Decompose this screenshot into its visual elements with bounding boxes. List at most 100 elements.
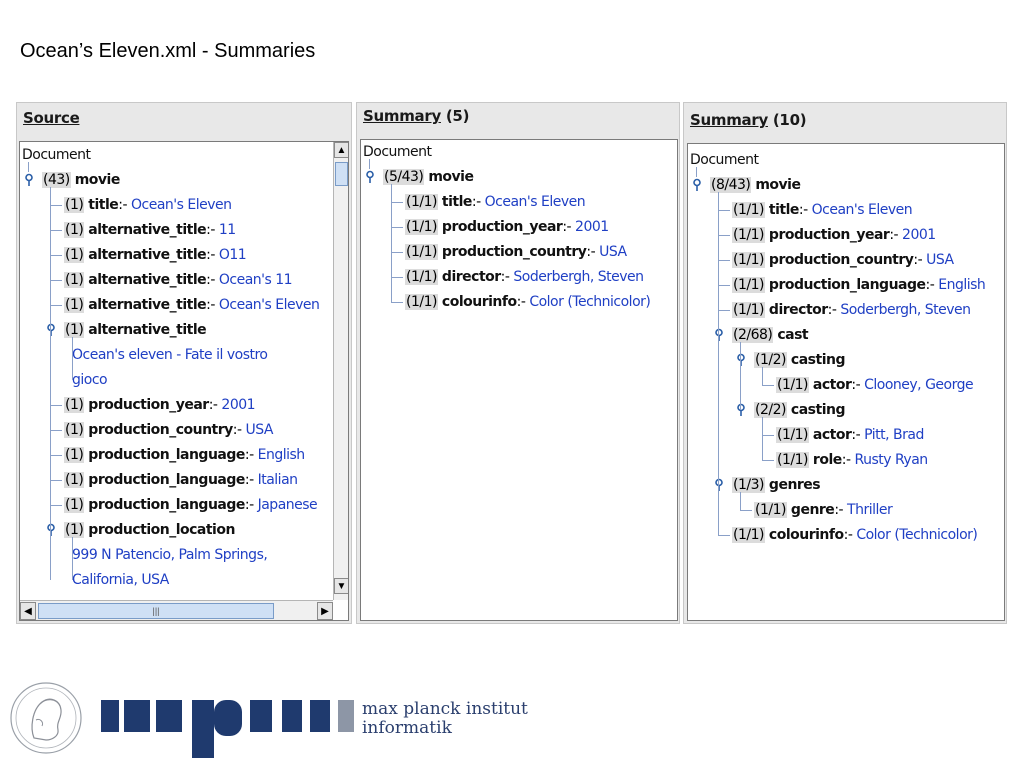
node-tag: production_year — [88, 397, 209, 413]
tree-node[interactable]: (2/2) casting — [754, 399, 845, 421]
horizontal-scrollbar[interactable]: ◀ ||| ▶ — [20, 600, 333, 620]
node-count: (1) — [64, 447, 85, 463]
tree-node[interactable]: (5/43) movie — [383, 166, 474, 188]
tree-connector — [762, 460, 774, 461]
key-handle-icon[interactable] — [712, 478, 726, 492]
node-count: (1) — [64, 222, 85, 238]
tree-node[interactable]: (43) movie — [42, 169, 120, 191]
vertical-scroll-thumb[interactable] — [335, 162, 348, 186]
node-tag: actor — [812, 377, 852, 393]
tree-node-value-text[interactable]: California, USA — [72, 569, 169, 591]
tree-node[interactable]: (2/68) cast — [732, 324, 809, 346]
summary-5-header-link[interactable]: Summary — [363, 107, 441, 125]
tree-node-value-text[interactable]: Ocean's eleven - Fate il vostro — [72, 344, 268, 366]
tree-node[interactable]: (1) alternative_title:- Ocean's 11 — [64, 269, 293, 291]
node-count: (1) — [64, 197, 85, 213]
tree-node[interactable]: (1) alternative_title:- Ocean's Eleven — [64, 294, 320, 316]
tree-connector — [50, 505, 62, 506]
tree-node[interactable]: (1) production_language:- English — [64, 444, 305, 466]
tree-root-label: Document — [690, 152, 759, 168]
key-handle-icon[interactable] — [44, 523, 58, 537]
arrow-left-icon[interactable]: ◀ — [20, 602, 36, 620]
arrow-down-icon[interactable]: ▼ — [334, 578, 348, 594]
tree-node[interactable]: (1) production_year:- 2001 — [64, 394, 256, 416]
tree-node[interactable]: (1/3) genres — [732, 474, 821, 496]
node-tag: production_language — [88, 447, 245, 463]
node-count: (5/43) — [383, 169, 425, 185]
node-value: Italian — [257, 472, 298, 488]
tree-node[interactable]: (1) alternative_title:- O11 — [64, 244, 247, 266]
tree-guide-line — [762, 417, 763, 460]
node-separator: :- — [208, 397, 222, 413]
tree-node[interactable]: (8/43) movie — [710, 174, 801, 196]
tree-node[interactable]: (1) alternative_title:- 11 — [64, 219, 236, 241]
tree-node[interactable]: (1/1) production_year:- 2001 — [732, 224, 936, 246]
key-handle-icon[interactable] — [734, 403, 748, 417]
tree-node[interactable]: (1) production_language:- Italian — [64, 469, 298, 491]
tree-root-label: Document — [22, 147, 91, 163]
mpi-logo-line-1: max planck institut — [362, 699, 528, 719]
node-count: (1/1) — [732, 202, 765, 218]
node-count: (1/1) — [405, 269, 438, 285]
source-tree-view[interactable]: Document (43) movie (1) title:- Ocean's El… — [19, 141, 349, 621]
summary-10-header-link[interactable]: Summary — [690, 111, 768, 129]
tree-node[interactable]: (1/1) title:- Ocean's Eleven — [732, 199, 913, 221]
horizontal-scroll-thumb[interactable]: ||| — [38, 603, 274, 619]
tree-node[interactable]: (1/1) role:- Rusty Ryan — [776, 449, 928, 471]
tree-node-value-text[interactable]: 999 N Patencio, Palm Springs, — [72, 544, 268, 566]
summary-10-tree-view[interactable]: Document (8/43) movie (1/1) title:- Ocean'… — [687, 143, 1005, 621]
tree-node[interactable]: (1/1) production_country:- USA — [405, 241, 627, 263]
tree-node[interactable]: (1/1) director:- Soderbergh, Steven — [732, 299, 971, 321]
arrow-up-icon[interactable]: ▲ — [334, 142, 348, 158]
key-handle-icon[interactable] — [690, 178, 704, 192]
node-count: (2/68) — [732, 327, 774, 343]
tree-node[interactable]: (1) production_location — [64, 519, 235, 541]
node-separator: :- — [244, 447, 258, 463]
tree-node[interactable]: (1/1) production_year:- 2001 — [405, 216, 609, 238]
tree-node[interactable]: (1/1) actor:- Clooney, George — [776, 374, 974, 396]
tree-connector — [50, 255, 62, 256]
tree-node[interactable]: (1) title:- Ocean's Eleven — [64, 194, 232, 216]
source-header-link[interactable]: Source — [23, 109, 80, 127]
key-handle-icon[interactable] — [22, 173, 36, 187]
node-value: Soderbergh, Steven — [513, 269, 644, 285]
tree-node[interactable]: (1/1) production_language:- English — [732, 274, 986, 296]
node-count: (1/1) — [732, 277, 765, 293]
tree-node[interactable]: (1/1) production_country:- USA — [732, 249, 954, 271]
node-tag: production_country — [441, 244, 587, 260]
tree-node[interactable]: (1) alternative_title — [64, 319, 207, 341]
tree-node[interactable]: (1/1) colourinfo:- Color (Technicolor) — [732, 524, 978, 546]
key-handle-icon[interactable] — [734, 353, 748, 367]
node-separator: :- — [925, 277, 939, 293]
node-tag: genre — [790, 502, 835, 518]
vertical-scrollbar[interactable]: ▲ ▼ — [333, 142, 348, 600]
key-handle-icon[interactable] — [712, 328, 726, 342]
source-panel: Source Document (43) movie (1) title:- Oce… — [16, 102, 352, 624]
key-handle-icon[interactable] — [363, 170, 377, 184]
tree-node[interactable]: (1) production_country:- USA — [64, 419, 273, 441]
key-handle-icon[interactable] — [44, 323, 58, 337]
summary-5-tree-view[interactable]: Document(5/43) movie(1/1) title:- Ocean'… — [360, 139, 678, 621]
node-tag: role — [812, 452, 842, 468]
node-value: Rusty Ryan — [854, 452, 928, 468]
tree-node[interactable]: (1) production_language:- Japanese — [64, 494, 318, 516]
tree-guide-line — [72, 337, 73, 380]
arrow-right-icon[interactable]: ▶ — [317, 602, 333, 620]
tree-node[interactable]: (1/1) actor:- Pitt, Brad — [776, 424, 924, 446]
tree-node[interactable]: (1/1) genre:- Thriller — [754, 499, 893, 521]
tree-node[interactable]: (1/1) title:- Ocean's Eleven — [405, 191, 586, 213]
tree-guide-line — [50, 187, 51, 580]
tree-node[interactable]: (1/1) colourinfo:- Color (Technicolor) — [405, 291, 651, 313]
node-separator: :- — [834, 502, 848, 518]
tree-node[interactable]: (1/1) director:- Soderbergh, Steven — [405, 266, 644, 288]
tree-connector — [391, 302, 403, 303]
tree-node[interactable]: (1/2) casting — [754, 349, 845, 371]
tree-guide-line — [696, 167, 697, 177]
node-tag: movie — [428, 169, 474, 185]
node-count: (1/1) — [776, 427, 809, 443]
tree-guide-line — [72, 537, 73, 580]
tree-node-value-text[interactable]: gioco — [72, 369, 108, 391]
node-tag: genres — [768, 477, 821, 493]
tree-connector — [50, 280, 62, 281]
tree-connector — [391, 252, 403, 253]
